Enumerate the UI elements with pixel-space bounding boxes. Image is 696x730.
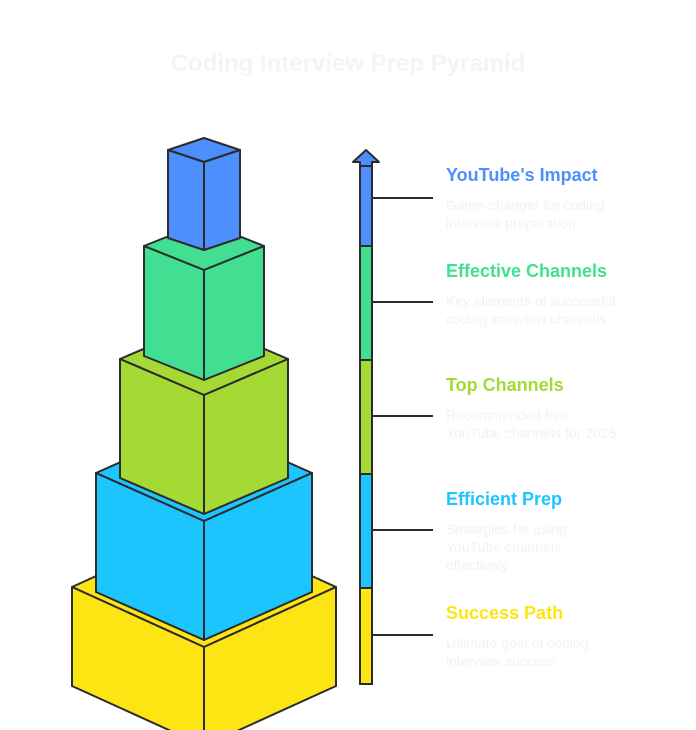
level-heading: Success Path <box>446 603 564 623</box>
block-left-face <box>143 245 205 381</box>
level-description: Strategies for using YouTube channels ef… <box>446 521 567 573</box>
level-heading: Top Channels <box>446 375 564 395</box>
level-heading: Effective Channels <box>446 261 608 281</box>
block-left-face <box>167 149 205 251</box>
block-right-face <box>203 358 289 515</box>
level-heading: YouTube's Impact <box>446 165 598 185</box>
level-heading: Efficient Prep <box>446 489 563 509</box>
arrow-segment-1 <box>359 162 373 247</box>
arrow-segment-2 <box>359 245 373 361</box>
block-right-face <box>203 472 313 641</box>
level-label-youtubes-impact: YouTube's Impact Game-changer for coding… <box>446 164 636 232</box>
arrow-head-icon <box>352 149 380 167</box>
level-label-success-path: Success Path Ultimate goal of coding int… <box>446 602 636 670</box>
level-label-top-channels: Top Channels Recommended free YouTube ch… <box>446 374 636 442</box>
level-description: Ultimate goal of coding interview succes… <box>446 635 589 669</box>
block-right-face <box>203 149 241 251</box>
progress-arrow <box>352 149 380 685</box>
arrow-segment-5 <box>359 587 373 685</box>
level-description: Key elements of successful coding interv… <box>446 293 616 327</box>
arrow-segment-4 <box>359 473 373 589</box>
block-left-face <box>71 586 205 730</box>
pyramid-block-1 <box>167 137 241 251</box>
pyramid-blocks <box>71 137 337 730</box>
block-right-face <box>203 586 337 730</box>
block-right-face <box>203 245 265 381</box>
level-description: Game-changer for coding interview prepar… <box>446 197 605 231</box>
level-label-efficient-prep: Efficient Prep Strategies for using YouT… <box>446 488 636 574</box>
connector-lines <box>372 197 433 636</box>
level-description: Recommended free YouTube channels for 20… <box>446 407 617 441</box>
diagram-title: Coding Interview Prep Pyramid <box>170 50 526 77</box>
arrow-segment-3 <box>359 359 373 475</box>
level-label-effective-channels: Effective Channels Key elements of succe… <box>446 260 636 328</box>
